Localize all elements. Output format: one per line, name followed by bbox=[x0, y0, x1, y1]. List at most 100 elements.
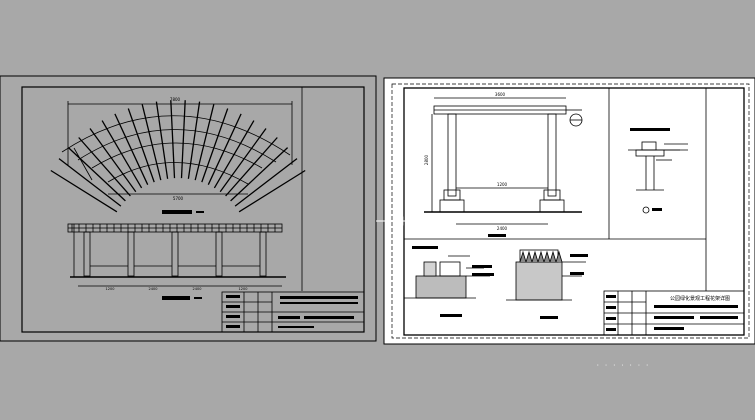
elevation-dim-3: 2400 bbox=[193, 287, 202, 291]
right-tb-label-1 bbox=[606, 295, 616, 298]
elevation-column-2 bbox=[127, 231, 135, 277]
elevation-dim-1: 1200 bbox=[106, 287, 115, 291]
plan-rafter bbox=[78, 137, 131, 197]
plan-rafter bbox=[187, 101, 201, 179]
right-sheet-inner-frame bbox=[403, 87, 745, 336]
foundation-2-tooth bbox=[555, 250, 563, 263]
foundation-1-pier bbox=[423, 261, 437, 277]
right-elev-bottom-dim-text: 2400 bbox=[497, 226, 508, 231]
plan-bottom-dimension-text: 5700 bbox=[173, 196, 184, 201]
foundation-2-title bbox=[540, 316, 558, 319]
foundation-2-tooth bbox=[525, 250, 533, 263]
right-elevation bbox=[424, 97, 583, 225]
foundation-2-teeth bbox=[519, 250, 563, 263]
crosshair-cursor-icon[interactable] bbox=[376, 205, 412, 236]
elevation-column-4 bbox=[215, 231, 223, 277]
plan-rafter bbox=[50, 169, 118, 213]
left-tb-label-2 bbox=[226, 305, 240, 308]
left-tb-label-1 bbox=[226, 295, 240, 298]
right-tb-label-4 bbox=[606, 328, 616, 331]
plan-rafter bbox=[58, 158, 122, 207]
left-tb-drawing-no bbox=[304, 316, 354, 319]
foundation-2-note-2 bbox=[570, 272, 584, 275]
right-tb-label-2 bbox=[606, 306, 616, 309]
foundation-1-footing bbox=[415, 275, 467, 299]
right-elev-top-dim-text: 3600 bbox=[495, 92, 506, 97]
elevation-beam-ticks bbox=[71, 224, 276, 232]
foundation-2-tooth bbox=[549, 250, 557, 263]
plan-outer-arc bbox=[61, 115, 291, 156]
pergola-elevation bbox=[67, 223, 286, 287]
left-tb-project-title bbox=[280, 296, 358, 299]
right-elev-column-left bbox=[447, 113, 457, 197]
plan-rafter bbox=[141, 104, 162, 181]
elevation-column-3 bbox=[171, 231, 179, 277]
plan-top-dimension-text: 7800 bbox=[170, 97, 181, 102]
right-tb-label-3 bbox=[606, 317, 616, 320]
right-elev-height-text: 2800 bbox=[424, 154, 429, 165]
right-tb-drawing-name bbox=[654, 316, 694, 319]
plan-rafter bbox=[230, 147, 289, 202]
right-tb-project-title: 公园绿化景观工程花架详图 bbox=[670, 295, 730, 302]
elevation-column-1 bbox=[83, 231, 91, 277]
right-sheet-dashed-frame bbox=[391, 83, 750, 339]
right-title-block bbox=[603, 290, 745, 336]
left-tb-label-4 bbox=[226, 325, 240, 328]
plan-rafter bbox=[213, 120, 255, 189]
plan-rafter bbox=[225, 137, 278, 197]
plan-rafter bbox=[201, 108, 229, 183]
right-elev-column-right bbox=[547, 113, 557, 197]
left-tb-drawing-name bbox=[278, 316, 300, 319]
right-detail-top bbox=[628, 141, 688, 214]
left-sheet-outer-frame bbox=[0, 75, 377, 342]
plan-rafter bbox=[238, 169, 306, 213]
plan-rafter bbox=[114, 113, 149, 185]
foundation-2-tooth bbox=[519, 250, 527, 263]
plan-rafter bbox=[219, 128, 267, 193]
foundation-1-note-1 bbox=[472, 265, 492, 268]
plan-rafter bbox=[127, 108, 155, 183]
plan-scale-bar bbox=[196, 211, 204, 213]
crosshair-pickbox bbox=[394, 216, 404, 226]
foundation-2-body bbox=[515, 261, 563, 301]
left-tb-label-3 bbox=[226, 315, 240, 318]
plan-rafter bbox=[170, 100, 176, 179]
right-tb-subtitle bbox=[654, 305, 738, 308]
plan-rafter bbox=[67, 147, 126, 202]
elevation-dim-4: 1200 bbox=[239, 287, 248, 291]
plan-rafter bbox=[207, 113, 242, 185]
foundation-2-tooth bbox=[543, 250, 551, 263]
detail-dim-bar bbox=[630, 128, 670, 131]
cursor-readout: · · · · · · · bbox=[596, 362, 650, 369]
pergola-plan bbox=[50, 100, 306, 213]
plan-rafter bbox=[101, 120, 143, 189]
left-title-block bbox=[221, 291, 365, 333]
foundation-1-top-note bbox=[412, 246, 438, 249]
foundation-detail-1 bbox=[404, 255, 490, 299]
foundation-2-tooth bbox=[537, 250, 545, 263]
foundation-1-title bbox=[440, 314, 462, 317]
right-elev-mid-dim-text: 1200 bbox=[497, 182, 508, 187]
left-tb-project-subtitle bbox=[280, 302, 358, 304]
plan-title-bar bbox=[162, 210, 192, 214]
detail-title-bar bbox=[652, 208, 662, 211]
plan-rafter bbox=[155, 101, 169, 179]
foundation-1-note-2 bbox=[472, 273, 494, 276]
foundation-2-note-1 bbox=[570, 254, 588, 257]
elevation-column-5 bbox=[259, 231, 267, 277]
elevation-title-bar bbox=[162, 296, 190, 300]
foundation-2-tooth bbox=[531, 250, 539, 263]
plan-left-dimension bbox=[73, 147, 93, 181]
left-sheet-inner-frame bbox=[21, 86, 365, 333]
left-sheet[interactable]: 7800 5700 1200 bbox=[0, 75, 377, 342]
foundation-detail-2 bbox=[506, 249, 586, 301]
right-tb-date bbox=[654, 327, 684, 330]
detail-marker bbox=[642, 206, 650, 214]
plan-rafter bbox=[89, 128, 137, 193]
elevation-dim-2: 2400 bbox=[149, 287, 158, 291]
right-sheet[interactable]: 3600 1200 2400 2800 bbox=[383, 77, 755, 345]
plan-rafter bbox=[234, 158, 298, 207]
plan-rafter bbox=[194, 104, 215, 181]
